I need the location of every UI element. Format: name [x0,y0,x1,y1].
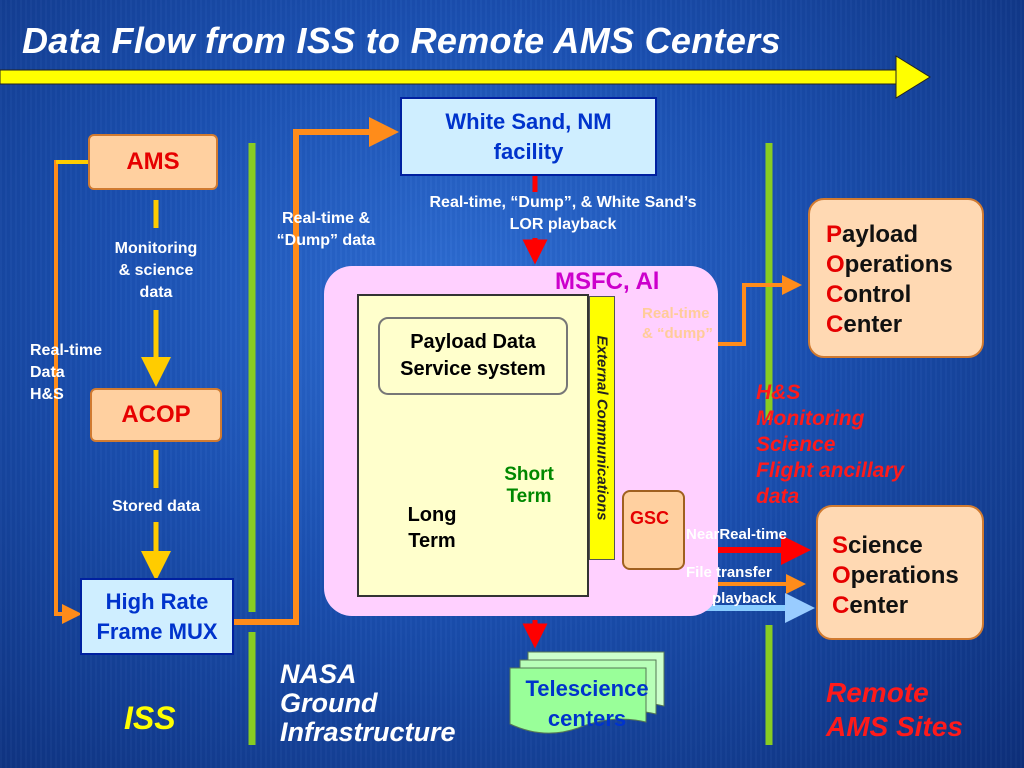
payload-operations-control-center: Payload Operations Control Center [808,198,984,358]
external-communications-bar: External Communications [589,296,615,560]
msfc-label: MSFC, Al [555,268,660,295]
science-operations-center: Science Operations Center [816,505,984,640]
playback-label: playback [712,590,777,607]
gsc-label: GSC [630,508,670,528]
gsc-box [622,490,685,570]
realtime-dump-poc-label: Real-time& “dump” [642,305,713,342]
slide-title: Data Flow from ISS to Remote AMS Centers [22,20,781,61]
iss-region-label: ISS [124,700,176,736]
realtime-dump-label: Real-time &“Dump” data [276,210,376,249]
ams-label: AMS [126,148,180,175]
stored-data-label: Stored data [111,498,200,515]
acop-label: ACOP [121,401,191,428]
file-transfer-label: File transfer [686,564,772,581]
acop-box: ACOP [90,388,222,442]
telescience-docs [509,651,665,734]
ams-box: AMS [88,134,218,190]
title-arrow [0,55,931,99]
near-realtime-label: NearReal-time [686,526,787,543]
